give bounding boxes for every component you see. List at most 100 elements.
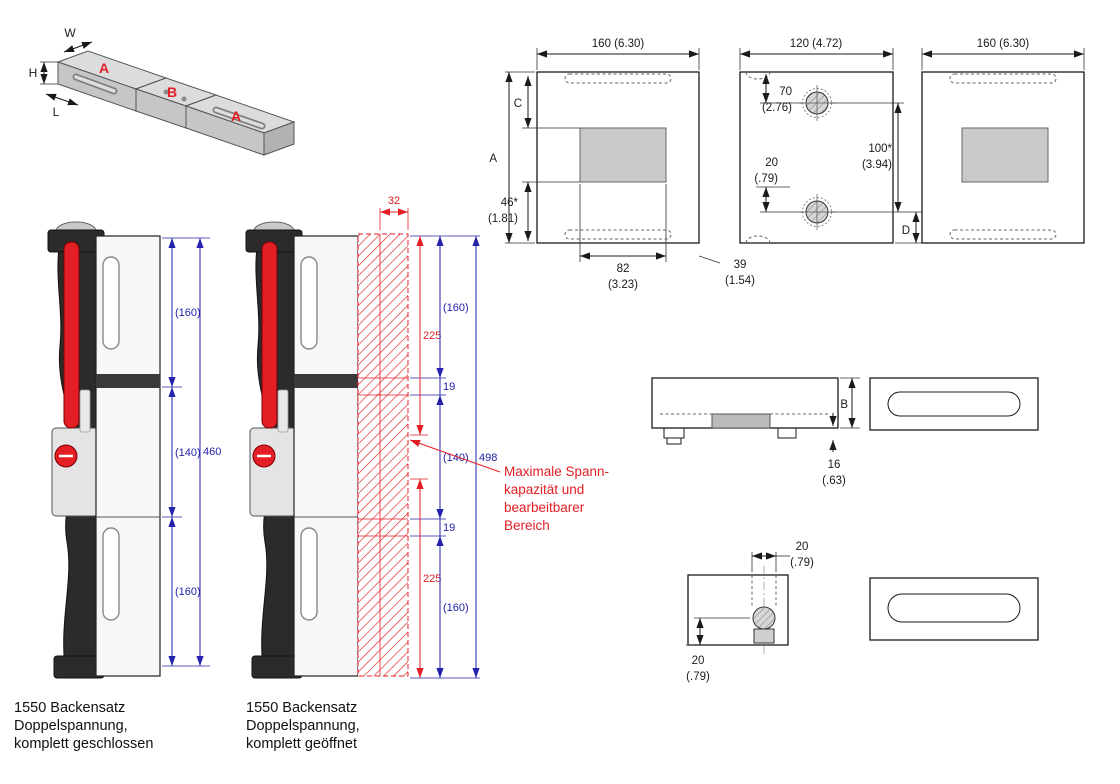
- plan-view-middle: 120 (4.72) 70 (2.76) 20 (.79) 100* (3.94…: [739, 38, 922, 244]
- open-dim-140: (140): [443, 452, 469, 464]
- workpiece-area-hatch: [357, 233, 409, 677]
- jaw-red-stripe: [261, 241, 278, 429]
- jaw-divider-band: [96, 374, 160, 388]
- iso-dim-l-label: L: [53, 105, 60, 119]
- brand-logo: [79, 389, 91, 433]
- plan-right-dim-width: 160 (6.30): [977, 38, 1030, 50]
- plan-middle-slot-bottom: [745, 235, 771, 244]
- brand-logo: [277, 389, 289, 433]
- annotation-line4: Bereich: [504, 518, 550, 533]
- open-view-caption: 1550 Backensatz Doppelspannung, komplett…: [246, 700, 360, 752]
- plan-left-dim-width: 160 (6.30): [592, 38, 645, 50]
- open-caption-line3: komplett geöffnet: [246, 736, 357, 752]
- open-dim-total: 498: [479, 452, 497, 464]
- base-gray-insert: [711, 413, 771, 429]
- jaw-side-view-2: [869, 577, 1039, 641]
- open-dim-225-bottom: 225: [423, 573, 441, 585]
- iso-block-a-bottom: [184, 94, 296, 156]
- plan-middle-slot-top: [745, 71, 771, 80]
- base-nub-right: [777, 427, 797, 439]
- jaw-center-block: [249, 427, 297, 517]
- jaw-side-outline: [869, 377, 1039, 431]
- plan-right-slot-top: [949, 73, 1057, 84]
- closed-caption-line3: komplett geschlossen: [14, 736, 153, 752]
- plan-right-dimensions: 160 (6.30): [921, 38, 1085, 70]
- clamping-annotation: Maximale Spann- kapazität und bearbeitba…: [409, 439, 609, 533]
- plan-right-pocket: [961, 127, 1049, 183]
- plan-left-dim-a: A: [489, 153, 497, 165]
- closed-dim-140: (140): [175, 447, 201, 459]
- stud-boss: [752, 606, 776, 630]
- stud-dim-20-top: 20: [796, 541, 809, 553]
- isometric-view: W H L A B A: [29, 26, 296, 156]
- jaw-center-block: [51, 427, 99, 517]
- plan-left-dim-c: C: [514, 98, 522, 110]
- base-dim-16: 16: [828, 459, 841, 471]
- base-foot-left-step: [666, 437, 682, 445]
- open-dim-19-top: 19: [443, 381, 455, 393]
- jaw-red-stripe: [63, 241, 80, 429]
- plan-middle-dim-70: 70: [779, 86, 792, 98]
- open-view-dimensions: 32 225 225 (160) 19 (140) 19 (16: [379, 195, 497, 679]
- plan-middle-dim-width: 120 (4.72): [790, 38, 843, 50]
- annotation-leader: [409, 439, 501, 473]
- open-dim-32: 32: [388, 195, 400, 207]
- plan-left-slot-bottom: [564, 229, 672, 240]
- closed-dim-total: 460: [203, 446, 221, 458]
- closed-dim-160-bottom: (160): [175, 586, 201, 598]
- base-foot-left: [663, 427, 685, 439]
- stud-dim-20-side-inch: (.79): [686, 671, 710, 683]
- open-caption-line1: 1550 Backensatz: [246, 700, 357, 716]
- open-jaw-view: 32 225 225 (160) 19 (140) 19 (16: [245, 195, 497, 752]
- plan-middle-dim-d: D: [902, 225, 910, 237]
- base-dimensions: B 16 (.63): [822, 377, 860, 487]
- stud-dim-20-top-inch: (.79): [790, 557, 814, 569]
- open-dim-225-top: 225: [423, 330, 441, 342]
- iso-screw-hole: [163, 89, 169, 95]
- plan-left-slot-top: [564, 73, 672, 84]
- jaw-slot-bottom: [102, 527, 120, 621]
- iso-label-b: B: [167, 84, 177, 100]
- plan-left-dim-46: 46*: [501, 197, 519, 209]
- stud-dim-20-side: 20: [692, 655, 705, 667]
- jaw-side-view: [869, 377, 1039, 431]
- stud-detail-view: 20 (.79) 20 (.79): [686, 541, 814, 683]
- plan-left-dim-39-inch: (1.54): [725, 275, 755, 287]
- plan-left-dim-46-inch: (1.81): [488, 213, 518, 225]
- open-dim-160-top: (160): [443, 302, 469, 314]
- plan-view-right: 160 (6.30): [921, 38, 1085, 244]
- closed-caption-line1: 1550 Backensatz: [14, 700, 125, 716]
- plan-middle-dimensions: 120 (4.72) 70 (2.76) 20 (.79) 100* (3.94…: [739, 38, 922, 244]
- plan-left-dim-82: 82: [617, 263, 630, 275]
- open-dim-19-bottom: 19: [443, 522, 455, 534]
- plan-middle-dim-100: 100*: [868, 143, 892, 155]
- plan-middle-dim-20: 20: [765, 157, 778, 169]
- plan-view-left: 160 (6.30) A C 46* (1.81) 82 (3.23) 39 (…: [488, 38, 755, 291]
- base-side-view: B 16 (.63): [651, 377, 860, 487]
- stud-nut: [753, 628, 775, 644]
- iso-label-a-bottom: A: [231, 108, 241, 124]
- base-dim-16-inch: (.63): [822, 475, 846, 487]
- annotation-line1: Maximale Spann-: [504, 464, 609, 479]
- open-dim-160-bottom: (160): [443, 602, 469, 614]
- plan-left-pocket: [579, 127, 667, 183]
- plan-middle-dim-20-inch: (.79): [754, 173, 778, 185]
- iso-label-a-top: A: [99, 60, 109, 76]
- jaw-slot-bottom: [300, 527, 318, 621]
- jaw-slot-top: [102, 256, 120, 350]
- closed-jaw-view: (160) (140) (160) 460 1550 Backensatz Do…: [14, 221, 221, 752]
- open-caption-line2: Doppelspannung,: [246, 718, 360, 734]
- iso-screw-hole: [181, 96, 187, 102]
- plan-left-dim-82-inch: (3.23): [608, 279, 638, 291]
- stud-dimensions: 20 (.79) 20 (.79): [686, 541, 814, 683]
- closed-dim-160-top: (160): [175, 307, 201, 319]
- closed-view-dimensions: (160) (140) (160) 460: [162, 237, 221, 667]
- annotation-line3: bearbeitbarer: [504, 500, 585, 515]
- plan-middle-dim-100-inch: (3.94): [862, 159, 892, 171]
- jaw-side-slot: [887, 593, 1021, 623]
- plan-middle-dim-70-inch: (2.76): [762, 102, 792, 114]
- iso-dim-h-label: H: [29, 66, 38, 80]
- jaw-divider-band: [294, 374, 358, 388]
